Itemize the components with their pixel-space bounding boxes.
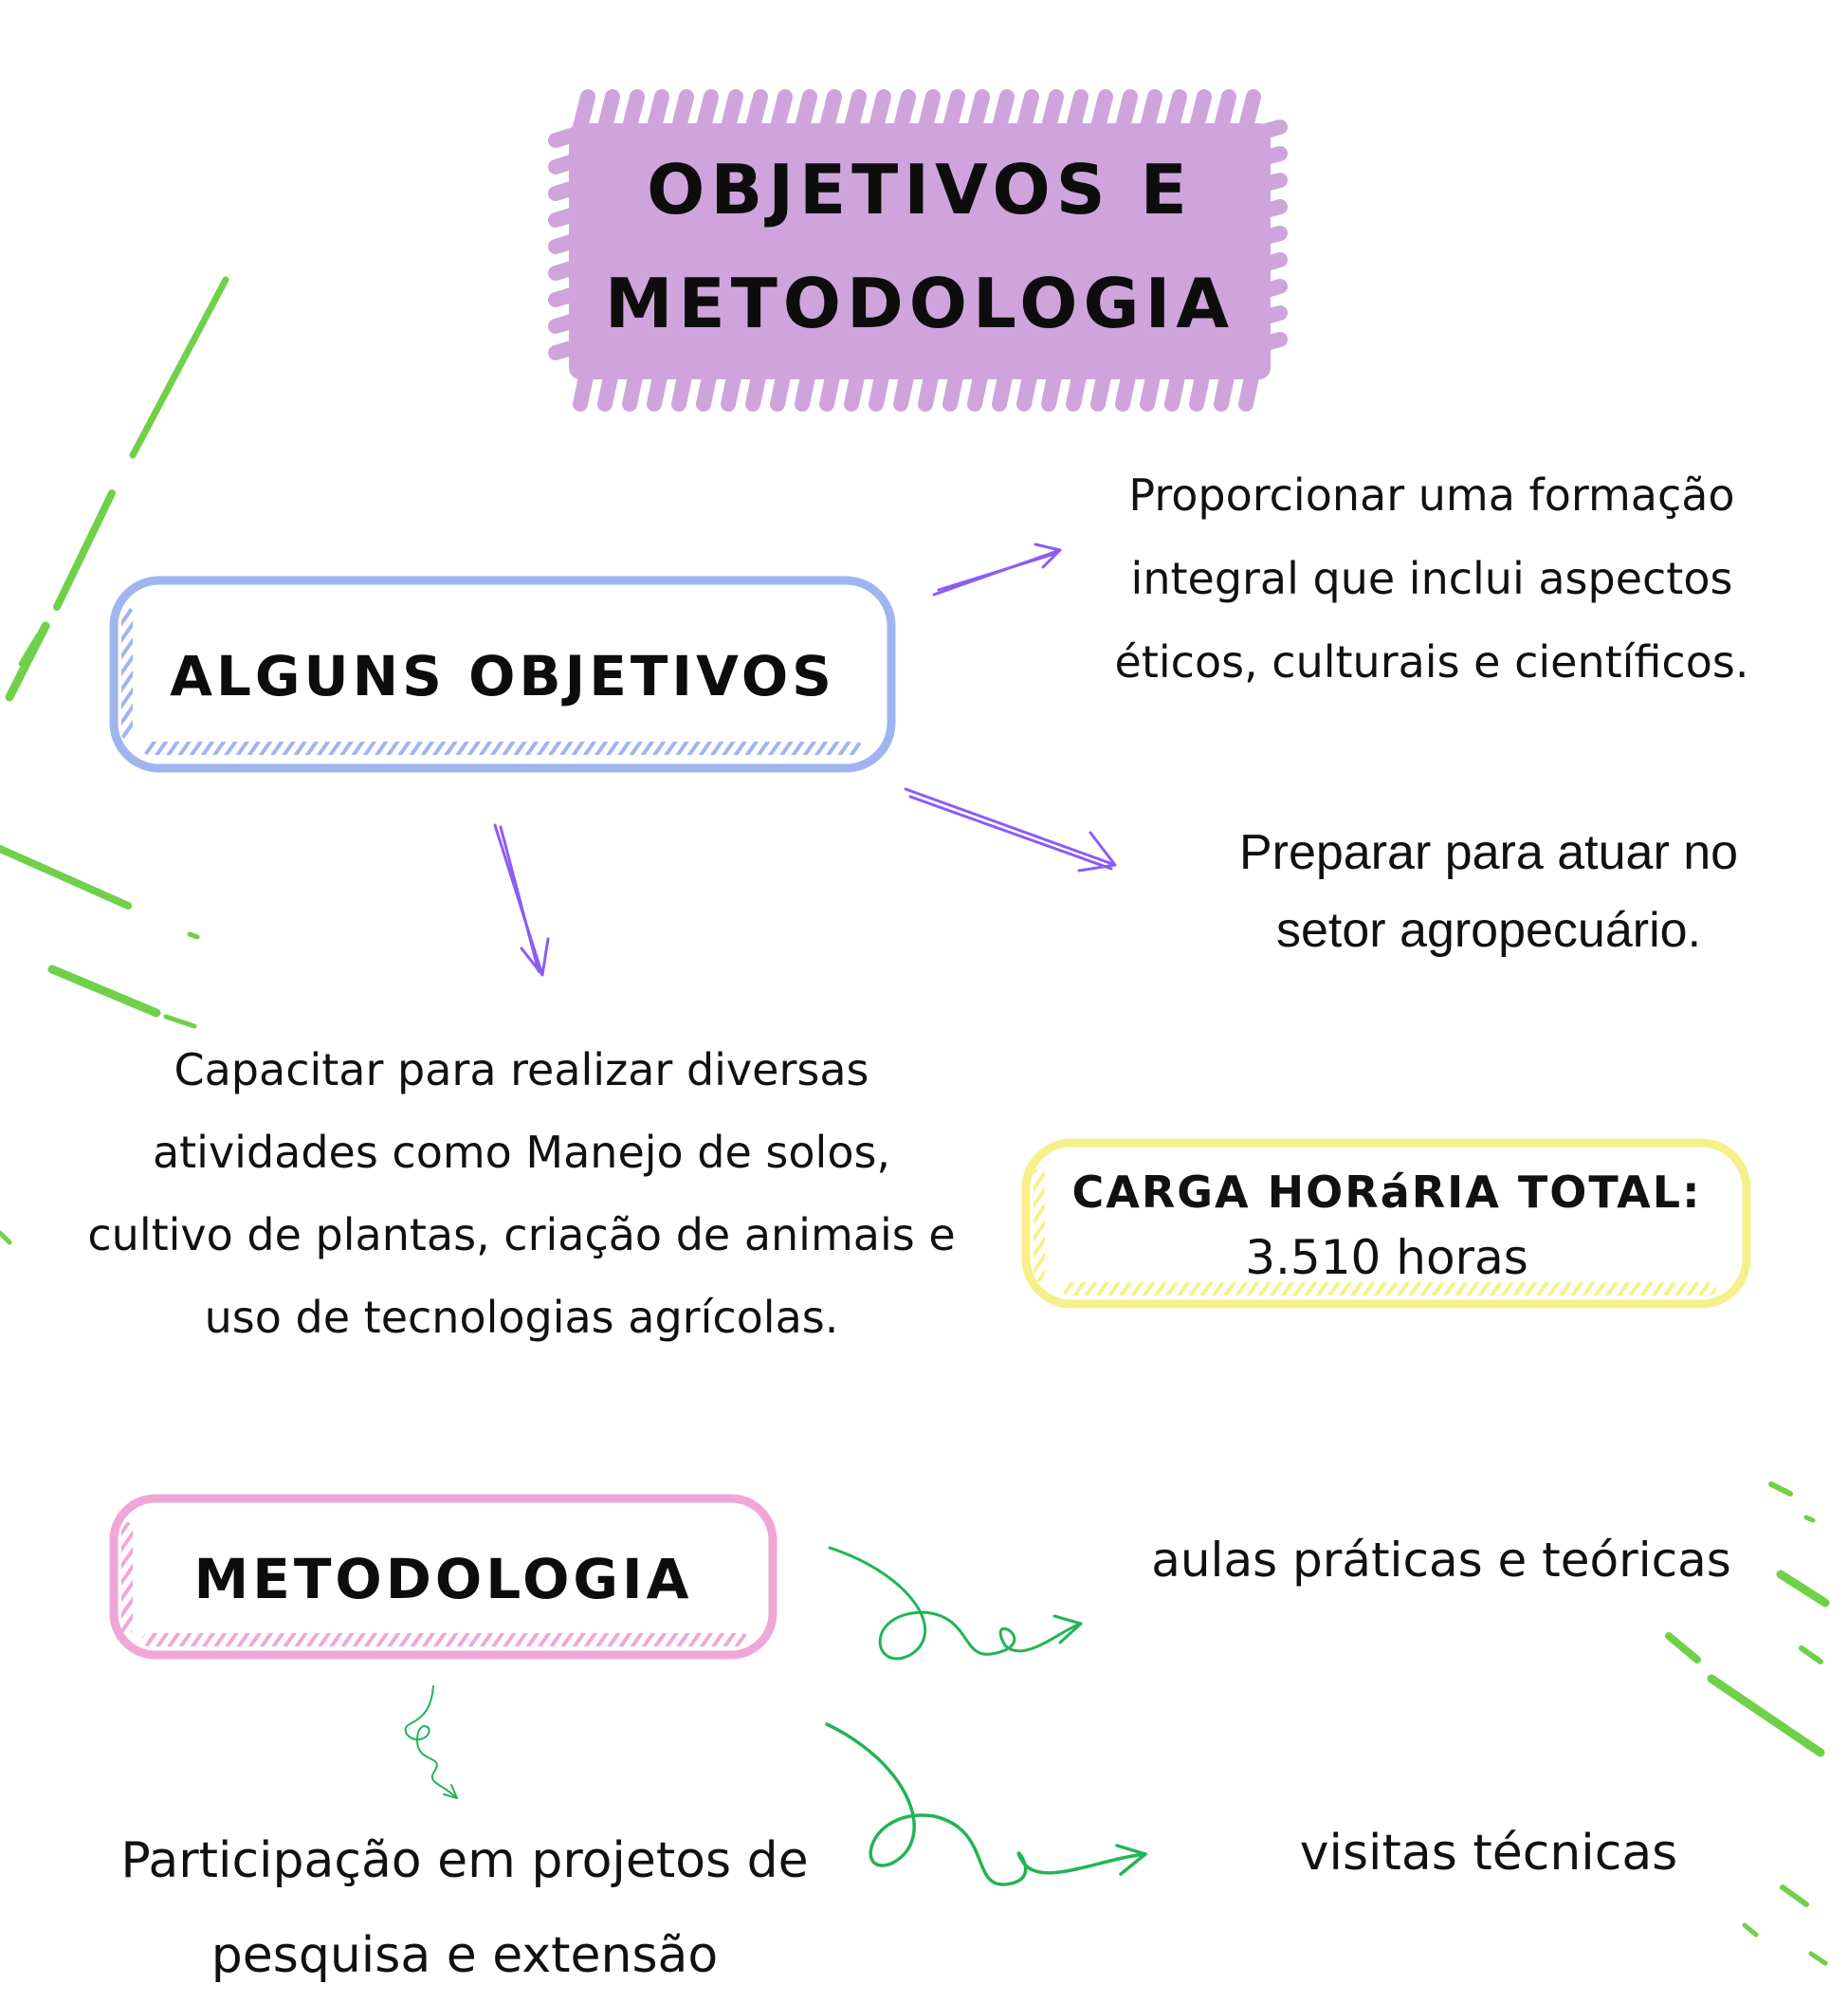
carga-horaria-box: CARGA HORáRIA TOTAL: 3.510 horas bbox=[1034, 1159, 1740, 1290]
formacao-line-2: integral que inclui aspectos bbox=[1130, 553, 1733, 604]
title-line-1: OBJETIVOS E bbox=[647, 150, 1193, 230]
green-scribbles-left bbox=[0, 276, 229, 1245]
objetivo-preparar-text: Preparar para atuar no setor agropecuári… bbox=[1157, 814, 1821, 969]
curly-arrow-to-visitas bbox=[825, 1722, 1147, 1886]
metodologia-box-frame bbox=[109, 1494, 778, 1660]
metodologia-visitas-text: visitas técnicas bbox=[1299, 1825, 1678, 1882]
curly-arrow-to-participacao bbox=[404, 1685, 458, 1799]
participacao-line-1: Participação em projetos de bbox=[120, 1832, 809, 1889]
preparar-line-1: Preparar para atuar no bbox=[1238, 825, 1739, 880]
capacitar-line-3: cultivo de plantas, criação de animais e bbox=[87, 1209, 956, 1260]
metodologia-participacao-text: Participação em projetos de pesquisa e e… bbox=[66, 1813, 863, 2003]
title-block: OBJETIVOS E METODOLOGIA bbox=[559, 90, 1280, 403]
objetivo-formacao-text: Proporcionar uma formação integral que i… bbox=[1052, 453, 1811, 704]
arrow-to-formacao bbox=[932, 542, 1062, 597]
capacitar-line-2: atividades como Manejo de solos, bbox=[152, 1127, 891, 1178]
objetivos-box-frame bbox=[109, 576, 896, 773]
preparar-line-2: setor agropecuário. bbox=[1275, 903, 1702, 958]
formacao-line-3: éticos, culturais e científicos. bbox=[1114, 636, 1749, 688]
capacitar-line-4: uso de tecnologias agrícolas. bbox=[204, 1292, 839, 1343]
title-scribble-background bbox=[548, 89, 1288, 412]
green-scribbles-right bbox=[1665, 1481, 1830, 1966]
carga-horaria-value: 3.510 horas bbox=[1245, 1230, 1528, 1285]
arrow-to-preparar bbox=[904, 787, 1117, 873]
metodologia-label: METODOLOGIA bbox=[193, 1547, 693, 1611]
metodologia-aulas-text: aulas práticas e teóricas bbox=[1151, 1533, 1731, 1588]
title-line-2: METODOLOGIA bbox=[604, 264, 1235, 343]
participacao-line-2: pesquisa e extensão bbox=[210, 1927, 719, 1984]
capacitar-line-1: Capacitar para realizar diversas bbox=[174, 1044, 869, 1095]
objetivos-label: ALGUNS OBJETIVOS bbox=[170, 643, 835, 708]
carga-horaria-label: CARGA HORáRIA TOTAL: bbox=[1071, 1167, 1702, 1218]
carga-box-frame bbox=[1021, 1138, 1751, 1309]
page-title: OBJETIVOS E METODOLOGIA bbox=[559, 90, 1280, 403]
arrow-to-capacitar bbox=[493, 823, 550, 977]
objetivo-capacitar-text: Capacitar para realizar diversas ativida… bbox=[38, 1029, 1005, 1359]
formacao-line-1: Proporcionar uma formação bbox=[1128, 469, 1735, 521]
curly-arrow-to-aulas bbox=[828, 1546, 1083, 1661]
